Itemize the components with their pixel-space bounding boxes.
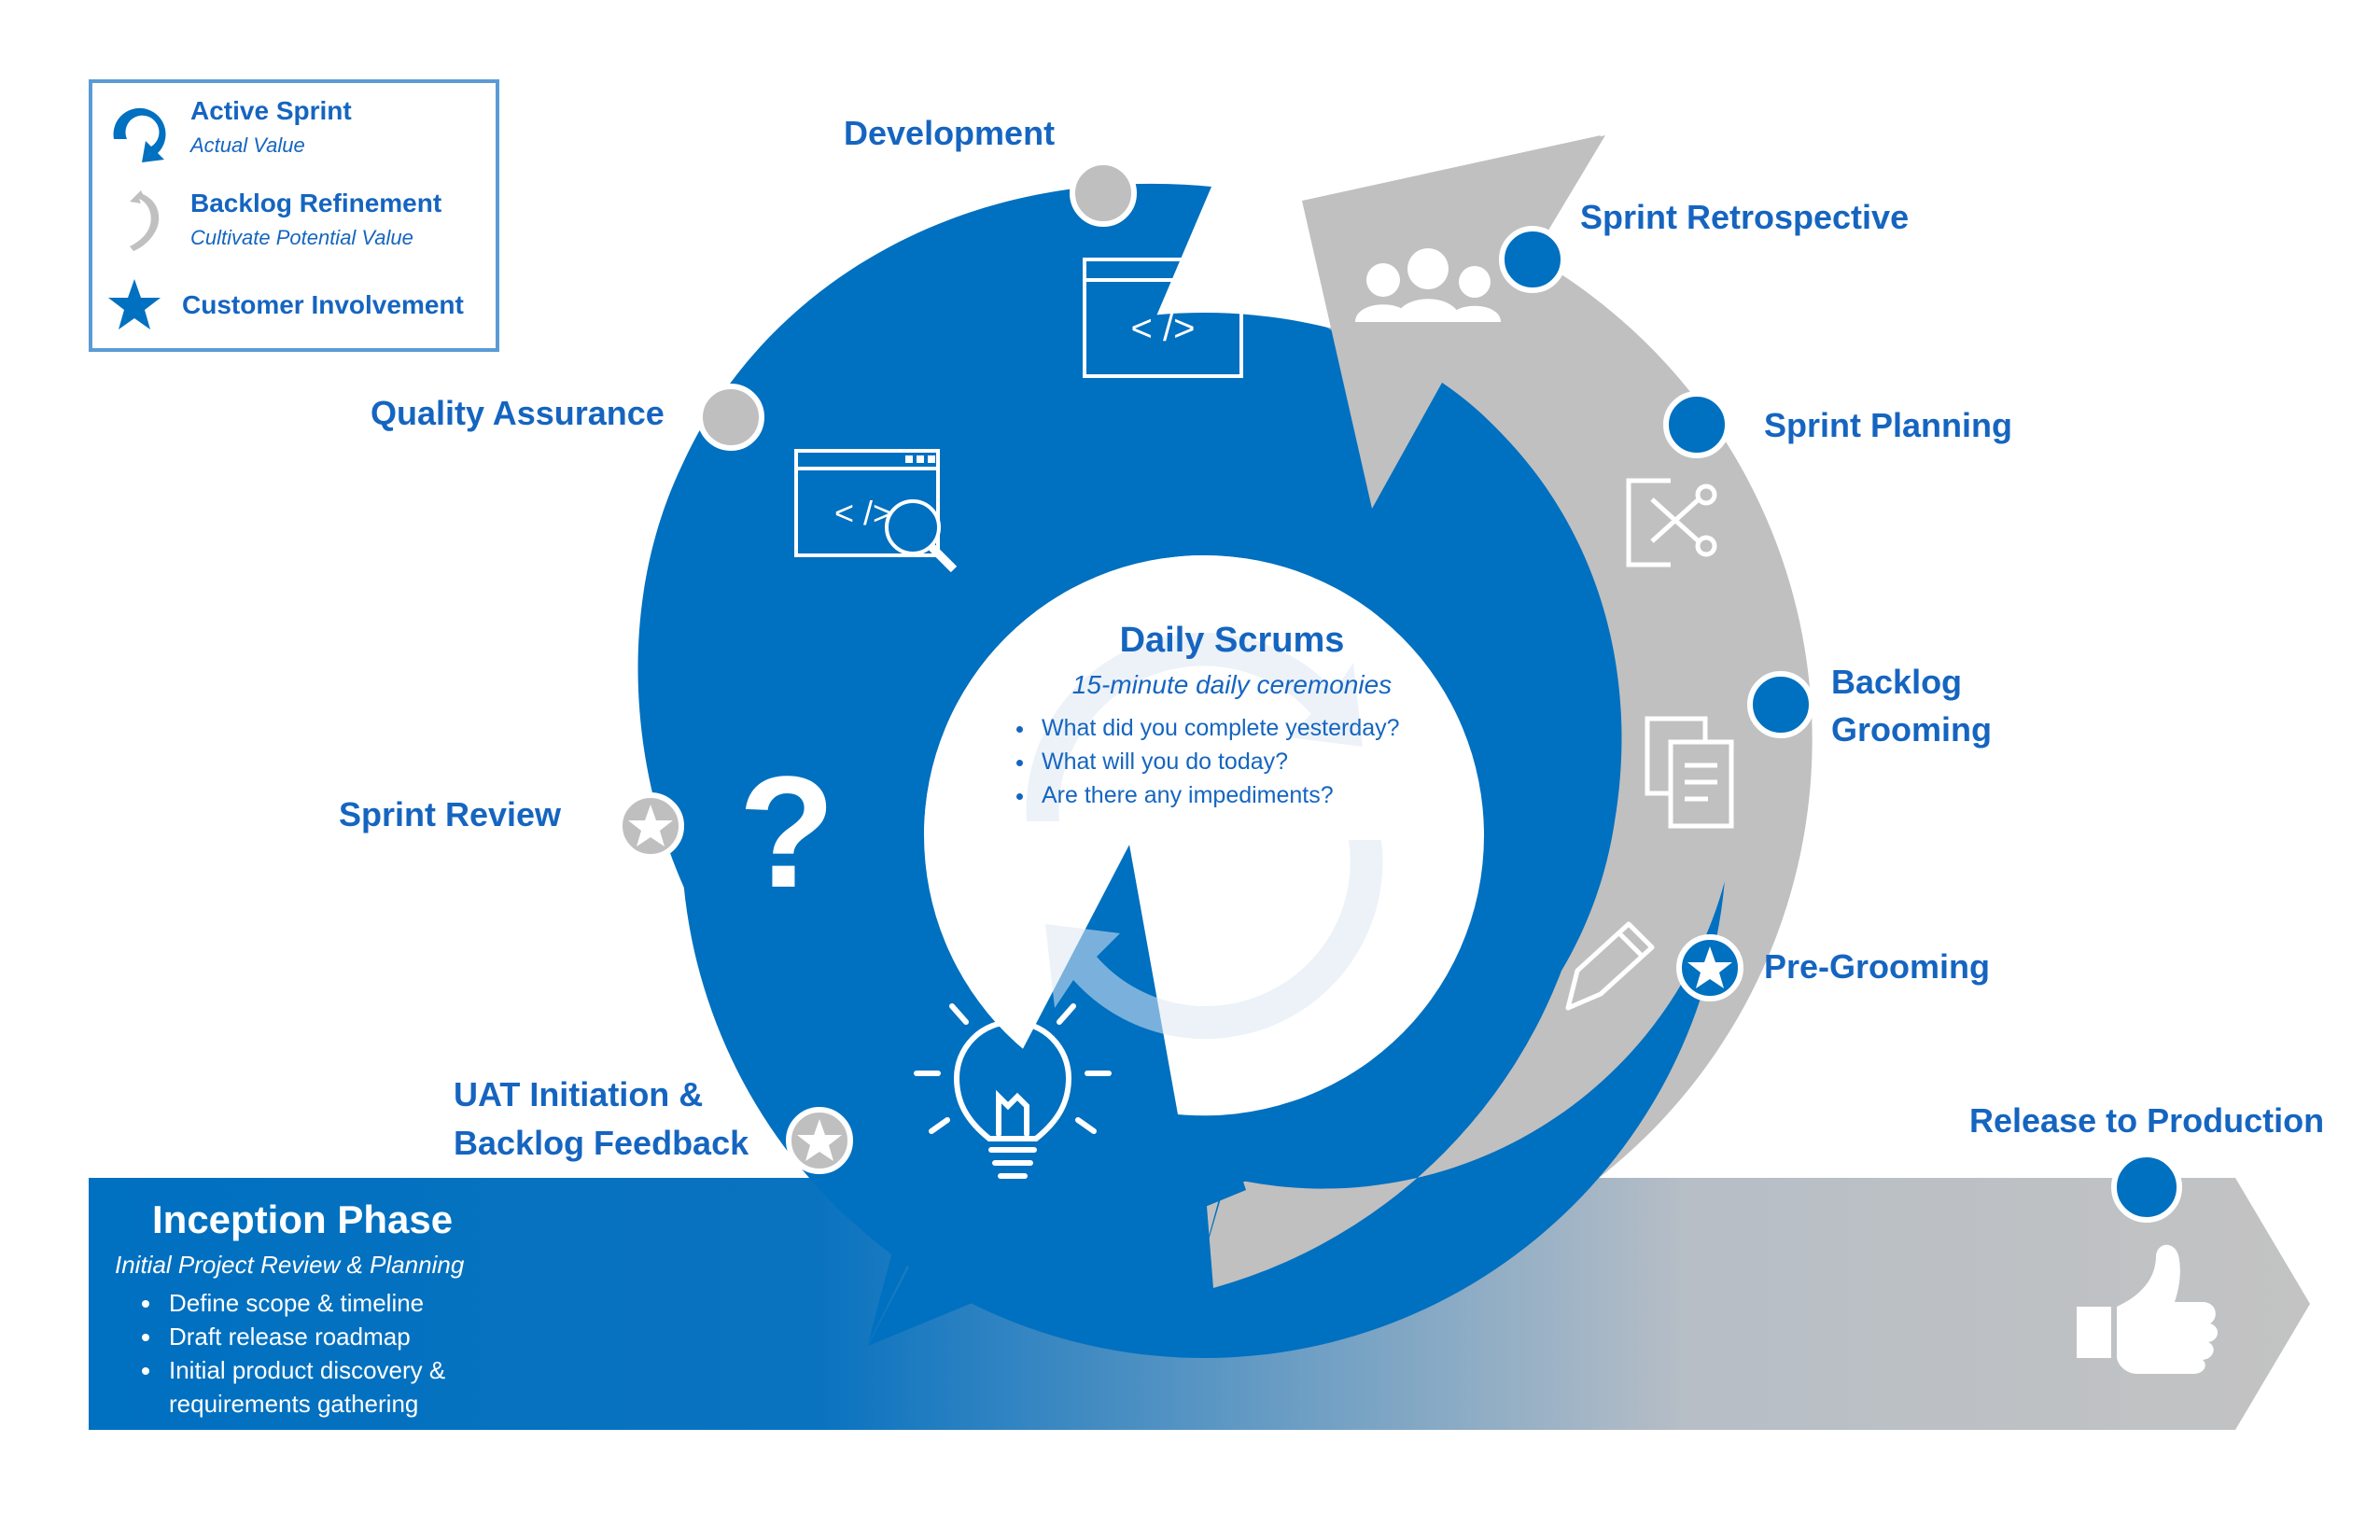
label-development: Development — [844, 114, 1056, 152]
code-search-icon — [794, 449, 958, 573]
refresh-icon — [1026, 633, 1383, 1040]
question-icon: ? — [738, 744, 835, 921]
center-item: Are there any impediments? — [1036, 778, 1400, 812]
marker-development — [1070, 160, 1137, 227]
active-sprint-icon — [113, 107, 166, 162]
lightbulb-icon — [914, 977, 1112, 1179]
legend-backlog-refinement: Backlog Refinement — [190, 189, 442, 217]
inception-title: Inception Phase — [152, 1197, 454, 1241]
label-release-to-production: Release to Production — [1969, 1101, 2325, 1140]
label-pre-grooming: Pre-Grooming — [1764, 947, 1991, 986]
thumbs-up-icon — [2077, 1244, 2219, 1374]
marker-retrospective — [1499, 226, 1566, 293]
star-icon — [628, 805, 1732, 1161]
legend-customer-involvement: Customer Involvement — [182, 290, 464, 319]
refinement-arc-overlay — [1204, 327, 1740, 1288]
dev-code-glyph: < /> — [1131, 308, 1196, 349]
label-backlog-grooming-line1: Backlog — [1831, 663, 1963, 701]
code-window-dots-icon — [1207, 265, 1239, 273]
inception-list: Define scope & timeline Draft release ro… — [126, 1286, 593, 1421]
documents-icon — [1645, 716, 1734, 829]
inception-item: Initial product discovery & requirements… — [163, 1353, 593, 1421]
marker-backlog-grooming — [1747, 671, 1814, 738]
label-quality-assurance: Quality Assurance — [371, 394, 665, 432]
marker-quality-assurance — [697, 384, 764, 451]
marker-release — [2111, 1152, 2182, 1223]
code-window-icon — [1083, 258, 1243, 378]
label-sprint-review: Sprint Review — [339, 795, 562, 833]
inception-subtitle: Initial Project Review & Planning — [115, 1251, 465, 1279]
label-backlog-grooming-line2: Grooming — [1831, 710, 1992, 749]
marker-sprint-planning — [1663, 391, 1730, 458]
qa-code-glyph: < /> — [834, 494, 892, 532]
legend-active-sprint-sub: Actual Value — [190, 133, 305, 157]
sprint-arrowhead-main — [868, 845, 1246, 1346]
scissors-doc-icon — [1626, 478, 1717, 567]
team-icon — [1355, 248, 1501, 322]
center-subtitle: 15-minute daily ceremonies — [1071, 670, 1393, 699]
label-sprint-planning: Sprint Planning — [1764, 406, 2012, 444]
label-sprint-retrospective: Sprint Retrospective — [1580, 198, 1910, 236]
customer-star-icon — [108, 279, 161, 329]
backlog-refinement-icon — [130, 190, 160, 251]
label-uat-line2: Backlog Feedback — [454, 1124, 749, 1162]
label-uat-line1: UAT Initiation & — [454, 1075, 704, 1113]
pencil-icon — [1565, 921, 1655, 1011]
legend-active-sprint: Active Sprint — [190, 96, 352, 125]
center-list: What did you complete yesterday? What wi… — [999, 711, 1400, 812]
legend: Active Sprint Actual Value Backlog Refin… — [89, 79, 499, 352]
center-item: What did you complete yesterday? — [1036, 711, 1400, 745]
center-title: Daily Scrums — [1119, 621, 1345, 660]
legend-backlog-refinement-sub: Cultivate Potential Value — [190, 226, 413, 249]
code-search-dots-icon — [905, 455, 935, 463]
center-item: What will you do today? — [1036, 745, 1400, 778]
inception-item: Draft release roadmap — [163, 1320, 593, 1353]
inception-item: Define scope & timeline — [163, 1286, 593, 1320]
